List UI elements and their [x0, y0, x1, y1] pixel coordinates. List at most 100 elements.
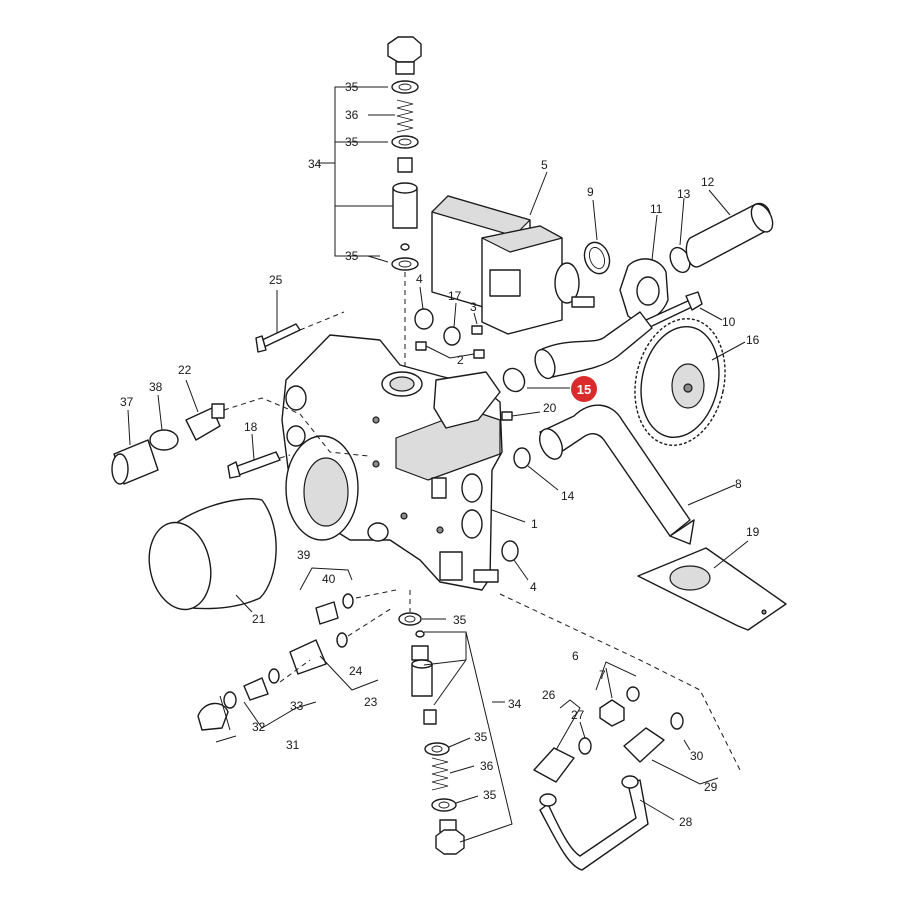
- callout-16: 16: [746, 333, 760, 347]
- callout-4-top: 4: [416, 272, 423, 286]
- o-ring-32: [223, 691, 237, 709]
- cap-37-end: [111, 453, 129, 485]
- o-ring-40: [342, 593, 354, 609]
- lower-left-fittings: [197, 567, 397, 743]
- washer-35-low-a: [398, 612, 422, 626]
- washer-hole: [404, 615, 416, 623]
- highlight-callout-15[interactable]: 15: [571, 376, 597, 402]
- washer-hole: [438, 801, 450, 809]
- o-ring-9-inner: [588, 246, 606, 270]
- callout-26: 26: [542, 688, 556, 702]
- bolt-10-head: [685, 291, 703, 311]
- callout-15[interactable]: 15: [577, 382, 591, 397]
- callout-34-top: 34: [308, 157, 322, 171]
- housing-bolt-hole: [436, 526, 444, 534]
- o-ring-7: [626, 686, 640, 702]
- drive-gear: [634, 318, 746, 446]
- callout-28: 28: [679, 815, 693, 829]
- callout-13: 13: [677, 187, 691, 201]
- callout-30: 30: [690, 749, 704, 763]
- spring-36-top: [396, 99, 414, 133]
- callout-35-e: 35: [474, 730, 488, 744]
- housing-port-c: [367, 522, 389, 542]
- clamp-38: [149, 429, 179, 451]
- o-ring-small: [400, 243, 410, 251]
- elbow-26: [533, 747, 575, 783]
- callout-21: 21: [252, 612, 266, 626]
- o-ring-17: [443, 326, 461, 346]
- bolt-stem-top: [395, 61, 415, 75]
- hydraulic-pump: [431, 171, 595, 335]
- fitting-39: [315, 601, 339, 625]
- callout-27: 27: [571, 708, 585, 722]
- o-ring-15: [502, 367, 526, 393]
- washer-35-mid: [391, 135, 419, 149]
- callout-14: 14: [561, 489, 575, 503]
- housing-top-block: [433, 371, 501, 429]
- callout-9: 9: [587, 185, 594, 199]
- pin-2a: [415, 341, 427, 351]
- callout-17: 17: [448, 289, 462, 303]
- flange-11-port: [636, 276, 660, 306]
- callout-12: 12: [701, 175, 715, 189]
- callout-1: 1: [531, 517, 538, 531]
- lower-valve-stack: [398, 590, 513, 855]
- callout-37: 37: [120, 395, 134, 409]
- callout-35-f: 35: [483, 788, 497, 802]
- left-parts: [111, 290, 369, 613]
- o-ring-14: [513, 447, 531, 469]
- valve-top: [392, 182, 418, 194]
- housing-bolt-hole: [372, 416, 380, 424]
- callout-39: 39: [297, 548, 311, 562]
- callout-35-d: 35: [453, 613, 467, 627]
- callout-31: 31: [286, 738, 300, 752]
- pin-20: [501, 411, 513, 421]
- pin-2b: [473, 349, 485, 359]
- callout-35-c: 35: [345, 249, 359, 263]
- callout-3: 3: [470, 300, 477, 314]
- plate-19-hole: [669, 565, 711, 591]
- housing-port-e: [286, 425, 306, 447]
- bolt-head-low: [435, 829, 465, 855]
- callout-33: 33: [290, 699, 304, 713]
- washer-35-top: [391, 80, 419, 94]
- housing-valve-a: [431, 477, 447, 499]
- gear-bore: [683, 383, 693, 393]
- callout-40: 40: [322, 572, 336, 586]
- bracket-34-low-b: [459, 631, 513, 843]
- callout-24: 24: [349, 664, 363, 678]
- valve-stem-low: [423, 709, 437, 725]
- bracket-29: [651, 759, 719, 785]
- housing-valve-b: [439, 551, 463, 581]
- bracket-6-7: [595, 661, 637, 691]
- pipe-28: [539, 779, 649, 871]
- callout-10: 10: [722, 315, 736, 329]
- callout-8: 8: [735, 477, 742, 491]
- elbow-29: [623, 727, 665, 763]
- callout-5: 5: [541, 158, 548, 172]
- o-ring-4-low: [501, 540, 519, 562]
- callout-19: 19: [746, 525, 760, 539]
- washer-hole: [398, 83, 412, 91]
- housing-top-port-inner: [389, 376, 415, 392]
- pump-shaft: [571, 296, 595, 308]
- pump-front-top: [481, 225, 563, 253]
- sensor-22-tip: [211, 403, 225, 419]
- bracket-26-27: [555, 699, 581, 751]
- callout-25: 25: [269, 273, 283, 287]
- suction-hose: [539, 311, 653, 379]
- cap-32: [197, 702, 229, 731]
- washer-35-low-c: [431, 798, 457, 812]
- washer-35-low: [391, 257, 419, 271]
- o-ring-24: [336, 632, 348, 648]
- plug-6: [599, 699, 625, 727]
- lower-right-fittings: [499, 593, 741, 871]
- pipe-8: [539, 404, 691, 537]
- housing-bolt-hole: [400, 512, 408, 520]
- callout-7: 7: [599, 668, 606, 682]
- pipe-8-end: [538, 428, 564, 460]
- highlight-marker[interactable]: [571, 376, 597, 402]
- housing-port-b: [461, 509, 483, 539]
- callout-36-top: 36: [345, 108, 359, 122]
